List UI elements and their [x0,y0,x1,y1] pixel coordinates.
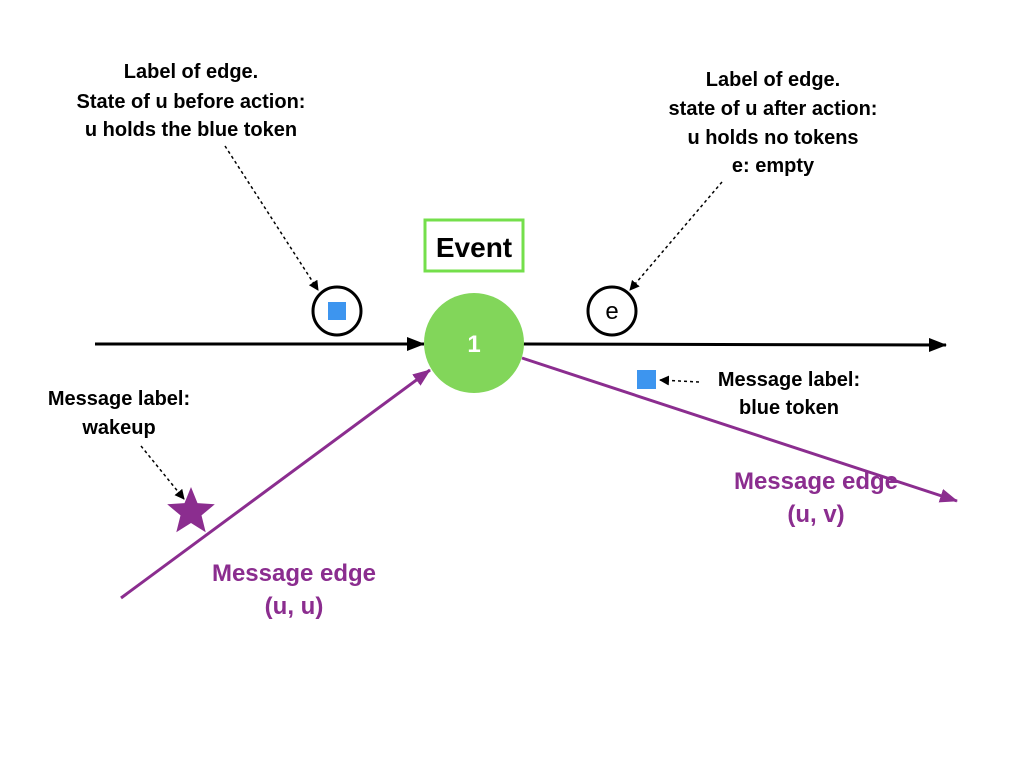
blue-token-icon [328,302,346,320]
edge-uv-line-2: (u, v) [787,501,844,528]
annotation-before-line-1: Label of edge. [124,61,258,83]
annotation-after-line-3: u holds no tokens [687,127,858,149]
event-label: Event [436,232,512,263]
purple-star-icon [167,487,215,533]
message-edge-uu-arrow [120,368,431,600]
edge-state-after-circle-label: e [605,298,618,325]
annotation-after-line-2: state of u after action: [669,98,878,120]
annotation-message-label-blue: Message label: blue token [718,369,860,419]
message-edge-uv-arrow [521,356,958,503]
pointer-blue-token [659,375,700,386]
pointer-wakeup [140,445,185,500]
annotation-edge-state-before: Label of edge. State of u before action:… [77,61,306,141]
event-node-label: 1 [467,331,480,358]
message-edge-uu-label: Message edge (u, u) [212,560,376,620]
edge-uu-line-1: Message edge [212,560,376,587]
blue-token-message-icon [637,370,656,389]
edge-uv-line-1: Message edge [734,468,898,495]
blue-label-line-1: Message label: [718,369,860,391]
edge-uu-line-2: (u, u) [265,593,324,620]
annotation-after-line-1: Label of edge. [706,69,840,91]
pointer-after [629,181,723,291]
edge-state-after-circle [586,285,638,337]
annotation-before-line-2: State of u before action: [77,91,306,113]
pointer-before [224,145,319,291]
annotation-edge-state-after: Label of edge. state of u after action: … [669,69,878,177]
annotation-after-line-4: e: empty [732,155,815,177]
wakeup-label-line-1: Message label: [48,388,190,410]
process-line-outgoing [521,337,947,352]
annotation-message-label-wakeup: Message label: wakeup [48,388,190,439]
event-box [423,218,525,273]
event-node [424,293,524,393]
annotation-before-line-3: u holds the blue token [85,119,297,141]
wakeup-label-line-2: wakeup [81,417,155,439]
blue-label-line-2: blue token [739,397,839,419]
message-edge-uv-label: Message edge (u, v) [734,468,898,528]
